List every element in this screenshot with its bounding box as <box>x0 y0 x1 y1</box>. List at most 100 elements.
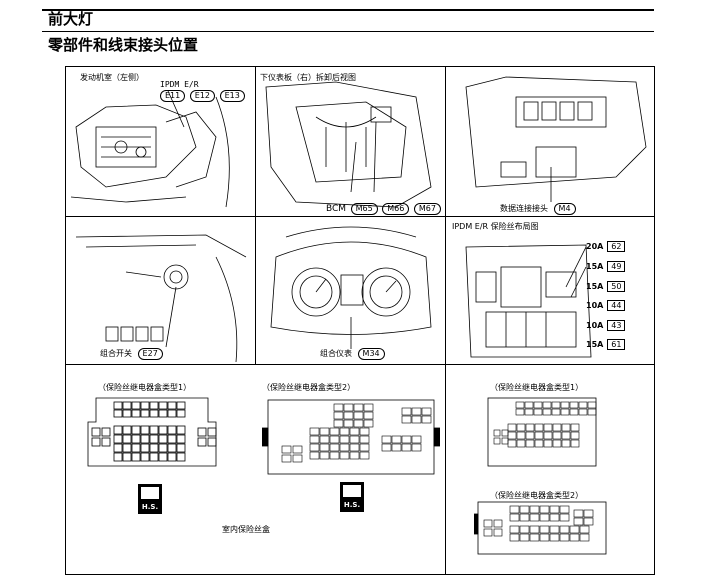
fuse-cell <box>561 431 571 440</box>
fuse-cell <box>529 513 540 522</box>
combo-meter-label: 组合仪表 <box>320 349 352 358</box>
fuse-cell <box>158 401 168 410</box>
fuse-cell <box>176 425 186 435</box>
fuse-cell <box>197 437 207 447</box>
fuse-cell <box>339 451 350 460</box>
fuse-cell <box>113 452 123 462</box>
fuse-cell <box>149 409 159 418</box>
fuse-cell <box>549 505 560 514</box>
bcm-connectors: BCM M65 M66 M67 <box>326 203 443 215</box>
fuse-cell <box>411 435 422 444</box>
fuse-cell <box>333 411 344 420</box>
data-link-connector: 数据连接接头 M4 <box>500 203 578 215</box>
fuse-type1-label: （保险丝继电器盒类型1） <box>98 383 192 392</box>
combo-meter-connector: 组合仪表 M34 <box>320 348 387 360</box>
fuse-cell <box>507 439 517 448</box>
fuse-cell <box>131 443 141 453</box>
fuse-cell <box>140 401 150 410</box>
fuse-cell <box>542 401 552 409</box>
fuse-cell <box>391 443 402 452</box>
bcm-label: BCM <box>326 204 347 214</box>
panel-data-link <box>445 66 655 218</box>
hs-text: H.S. <box>141 503 159 511</box>
fuse-cell <box>122 434 132 444</box>
fuse-cell <box>524 408 534 416</box>
panel-interior-fuse <box>65 364 447 574</box>
instrument-lower-illustration <box>265 81 432 208</box>
fuse-cell <box>411 407 422 416</box>
fuse-cell <box>309 451 320 460</box>
fuse-cell <box>543 439 553 448</box>
fuse-cell <box>319 443 330 452</box>
fuse-cell <box>329 451 340 460</box>
fuse-cell <box>359 427 370 436</box>
hs-text: H.S. <box>343 501 361 509</box>
fuse-cell <box>525 431 535 440</box>
fuse-cell <box>319 427 330 436</box>
fuse-type2-label: （保险丝继电器盒类型2） <box>262 383 356 392</box>
connector-m34: M34 <box>357 348 385 360</box>
fuse-cell <box>149 452 159 462</box>
fuse-cell <box>525 423 535 432</box>
fuse-cell <box>176 409 186 418</box>
fuse-cell <box>569 401 579 409</box>
fuse-cell <box>587 401 597 409</box>
combo-switch-connector: 组合开关 E27 <box>100 348 165 360</box>
fuse-cell <box>534 423 544 432</box>
fuse-amp: 10A <box>586 301 604 310</box>
fuse-cell <box>401 443 412 452</box>
fuse-cell <box>552 423 562 432</box>
fuse-cell <box>525 439 535 448</box>
fuse-cell <box>539 505 550 514</box>
fuse-cell <box>524 401 534 409</box>
fuse-cell <box>122 425 132 435</box>
fuse-cell <box>329 435 340 444</box>
panel-combo-meter <box>255 216 447 366</box>
fuse-cell <box>570 423 580 432</box>
fuse-cell <box>421 407 432 416</box>
fuse-cell <box>281 445 292 454</box>
fuse-amp: 15A <box>586 262 604 271</box>
fuse-cell <box>483 528 493 537</box>
fuse-cell <box>140 425 150 435</box>
fuse-cell <box>560 401 570 409</box>
fuse-cell <box>167 443 177 453</box>
combo-switch-illustration <box>75 234 247 363</box>
fuse-cell <box>353 419 364 428</box>
fuse-cell <box>509 533 520 542</box>
fuse-cell <box>333 419 344 428</box>
fuse-cell <box>381 443 392 452</box>
fuse-cell <box>140 409 150 418</box>
fuse-box-type2-diagram <box>262 399 440 475</box>
fuse-cell <box>113 409 123 418</box>
panel-instrument-lower <box>255 66 447 218</box>
fuse-cell <box>569 533 580 542</box>
ipdm-label: IPDM E/R <box>160 80 199 89</box>
fuse-cell <box>539 525 550 534</box>
engine-connectors: E11 E12 E13 <box>160 90 247 102</box>
fuse-cell <box>516 431 526 440</box>
fuse-cell <box>131 452 141 462</box>
fuse-cell <box>309 435 320 444</box>
fuse-cell <box>533 408 543 416</box>
fuse-cell <box>549 525 560 534</box>
fuse-number: 44 <box>607 300 626 311</box>
fuse-cell <box>329 443 340 452</box>
fuse-amp: 15A <box>586 340 604 349</box>
fuse-cell <box>349 435 360 444</box>
fuse-cell <box>343 403 354 412</box>
fuse-cell <box>131 425 141 435</box>
fuse-cell <box>509 505 520 514</box>
fuse-cell <box>349 443 360 452</box>
fuse-cell <box>529 525 540 534</box>
fuse-cell <box>131 409 141 418</box>
hs-icon: H.S. <box>138 484 162 514</box>
fuse-type2-right-label: （保险丝继电器盒类型2） <box>490 491 584 500</box>
combo-meter-illustration <box>270 226 432 349</box>
fuse-amp: 15A <box>586 282 604 291</box>
fuse-cell <box>359 435 370 444</box>
fuse-cell <box>122 401 132 410</box>
fuse-cell <box>176 452 186 462</box>
